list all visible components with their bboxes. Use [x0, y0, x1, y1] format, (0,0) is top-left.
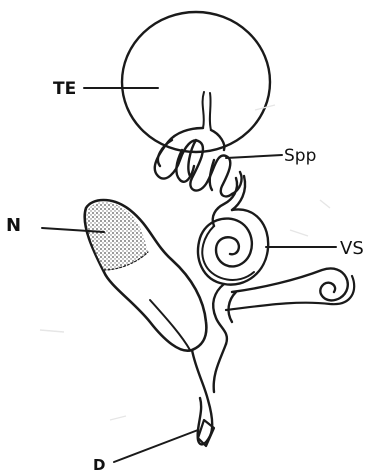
label-n: N — [6, 215, 21, 236]
label-spp: Spp — [284, 146, 316, 166]
vesicula-spiral — [198, 209, 268, 284]
spp-leader-line — [226, 155, 282, 158]
label-vs: VS — [340, 238, 364, 259]
label-d: D — [93, 456, 105, 473]
label-te: TE — [53, 79, 76, 99]
coiled-duct — [155, 128, 242, 196]
testis-outline — [122, 12, 270, 152]
vesicula-spiral-inner — [202, 226, 254, 280]
d-leader-line — [114, 430, 198, 462]
testis-inner-duct — [203, 92, 211, 130]
curled-tube — [232, 268, 348, 300]
